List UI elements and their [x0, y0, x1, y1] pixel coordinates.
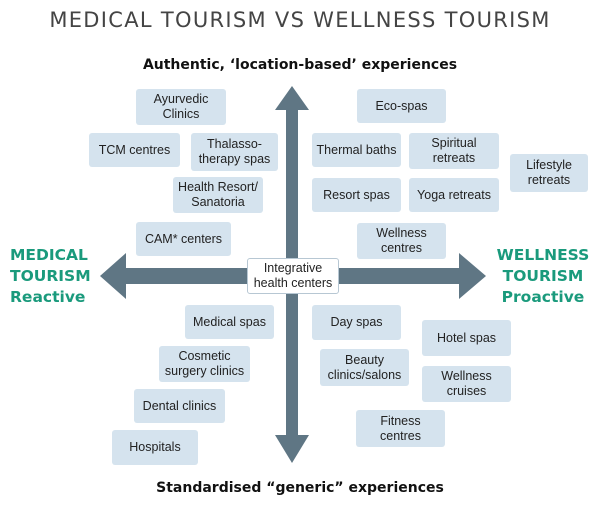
bottom-axis-label: Standardised “generic” experiences	[156, 480, 444, 496]
wellness-tourism-label: WELLNESS TOURISM Proactive	[496, 246, 590, 306]
top-axis-label: Authentic, ‘location-based’ experiences	[142, 57, 458, 73]
hospitals-box: Hospitals	[112, 430, 198, 465]
health-resort-box: Health Resort/Sanatoria	[173, 177, 263, 213]
hotel-spas-box: Hotel spas	[422, 320, 511, 356]
medical-spas-box: Medical spas	[185, 305, 274, 339]
thermal-baths-box: Thermal baths	[312, 133, 401, 167]
tcm-centres-box: TCM centres	[89, 133, 180, 167]
yoga-retreats-box: Yoga retreats	[409, 178, 499, 212]
eco-spas-box: Eco-spas	[357, 89, 446, 123]
page-title: MEDICAL TOURISM VS WELLNESS TOURISM	[49, 8, 551, 32]
day-spas-box: Day spas	[312, 305, 401, 340]
cam-centers-box: CAM* centers	[136, 222, 231, 256]
medical-tourism-label: MEDICAL TOURISM Reactive	[10, 246, 91, 306]
thalassotherapy-spas-box: Thalasso-therapy spas	[191, 133, 278, 171]
resort-spas-box: Resort spas	[312, 178, 401, 212]
dental-clinics-box: Dental clinics	[134, 389, 225, 423]
